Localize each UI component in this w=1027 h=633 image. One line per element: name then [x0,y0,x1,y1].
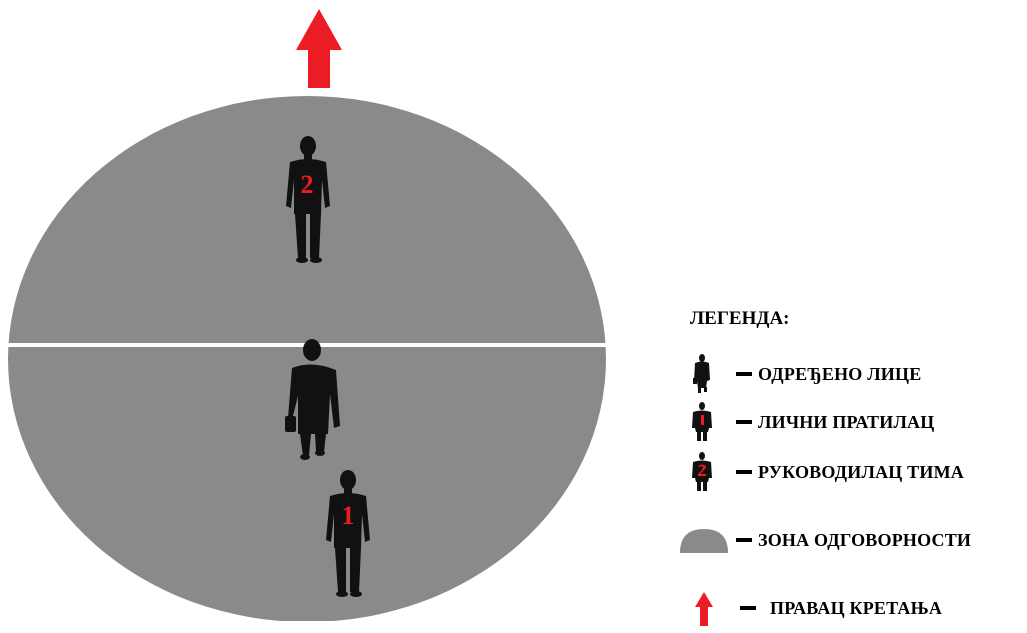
team-leader-number: 2 [301,170,314,199]
legend-dash [736,420,752,424]
legend-dash [736,372,752,376]
legend-label-protected-person: ОДРЕЂЕНО ЛИЦЕ [758,364,921,385]
legend-title: ЛЕГЕНДА: [690,308,790,330]
direction-arrow-icon [680,588,736,628]
legend-item-team-leader: РУКОВОДИЛАЦ ТИМА [680,452,964,492]
responsibility-zone-icon [680,520,736,560]
legend-item-personal-escort: ЛИЧНИ ПРАТИЛАЦ [680,402,934,442]
personal-escort-icon [680,402,736,442]
legend-dash [736,470,752,474]
legend-dash [740,606,756,610]
legend-label-personal-escort: ЛИЧНИ ПРАТИЛАЦ [758,412,934,433]
legend-label-responsibility-zone: ЗОНА ОДГОВОРНОСТИ [758,530,971,551]
legend-item-direction: ПРАВАЦ КРЕТАЊА [680,588,942,628]
legend-label-team-leader: РУКОВОДИЛАЦ ТИМА [758,462,964,483]
legend-dash [736,538,752,542]
legend-item-protected-person: ОДРЕЂЕНО ЛИЦЕ [680,354,921,394]
legend-item-responsibility-zone: ЗОНА ОДГОВОРНОСТИ [680,520,971,560]
legend-label-direction: ПРАВАЦ КРЕТАЊА [770,598,942,619]
team-leader-icon [680,452,736,492]
protected-person-icon [680,354,736,394]
personal-escort-number: 1 [342,501,355,530]
direction-arrow-icon [296,9,342,88]
